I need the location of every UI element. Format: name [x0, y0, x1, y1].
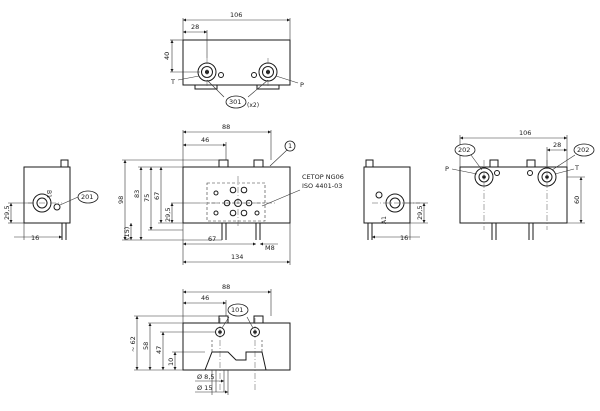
left-view: B1 201 29,5 16	[3, 159, 99, 242]
right-callout-202-right	[573, 143, 595, 157]
front-dim-67-h: 67	[208, 235, 216, 243]
front-dim-134: 134	[231, 253, 243, 261]
front-dim-46: 46	[201, 136, 209, 144]
left-view-top-stub	[60, 159, 69, 168]
bottom-view-body	[182, 322, 291, 371]
left-label-b1: B1	[45, 190, 52, 198]
front-dim-75: 75	[143, 194, 151, 202]
top-dim-40: 40	[163, 52, 171, 60]
right-small-label-a1: A1	[381, 216, 388, 224]
svg-text:1: 1	[288, 142, 292, 150]
svg-text:301: 301	[229, 98, 241, 106]
right-port-label-t: T	[574, 164, 579, 172]
bottom-dim-62: ~ 62	[129, 336, 137, 352]
front-dim-98: 98	[117, 196, 125, 204]
bottom-view: 101 88 46 ~ 62 58 47 10 Ø 8,5 Ø 15	[129, 283, 291, 395]
svg-text:201: 201	[81, 193, 93, 201]
bottom-dim-58: 58	[142, 342, 150, 350]
top-port-label-p: P	[300, 81, 304, 89]
top-callout-qty: (x2)	[247, 102, 259, 109]
right-small-dim-16: 16	[400, 234, 408, 242]
front-note-cetop: CETOP NG06	[302, 173, 344, 181]
svg-text:101: 101	[231, 306, 243, 314]
top-dim-28: 28	[191, 23, 199, 31]
left-callout-201	[77, 190, 99, 204]
front-callout-1	[284, 140, 296, 152]
front-dim-29-5: 29,5	[164, 208, 172, 222]
top-dim-106: 106	[230, 11, 242, 19]
bottom-dim-d8-5: Ø 8,5	[197, 373, 215, 381]
svg-text:202: 202	[458, 146, 470, 154]
front-view: 88 46 1 CETOP NG06 ISO 4401-03 98 83 75 …	[117, 123, 344, 265]
right-port-label-p: P	[445, 165, 449, 173]
left-dim-29-5: 29,5	[3, 206, 11, 220]
right-view: 106 28 60 202 202 P T	[445, 129, 595, 240]
right-small-view-body	[363, 166, 411, 224]
top-view-foot-left	[194, 84, 218, 90]
front-note-iso: ISO 4401-03	[302, 182, 342, 190]
front-dim-88: 88	[222, 123, 230, 131]
top-port-label-t: T	[170, 78, 175, 86]
right-dim-28: 28	[553, 141, 561, 149]
bottom-dim-47: 47	[155, 346, 163, 354]
front-dim-67-v: 67	[153, 192, 161, 200]
front-dim-83: 83	[133, 190, 141, 198]
front-dim-m8: M8	[265, 244, 275, 252]
bottom-dim-88: 88	[222, 283, 230, 291]
front-dim-15: (15)	[123, 227, 131, 240]
right-small-dim-29-5: 29,5	[416, 206, 424, 220]
bottom-dim-d15: Ø 15	[197, 384, 212, 392]
right-dim-60: 60	[573, 196, 581, 204]
svg-text:202: 202	[577, 146, 589, 154]
front-view-body	[182, 166, 291, 224]
cetop-interface-outline	[206, 182, 266, 222]
right-callout-202-left	[454, 143, 476, 157]
right-view-body	[459, 166, 568, 224]
bottom-dim-10: 10	[167, 358, 175, 366]
top-view: 106 28 40 T P 301 (x2)	[163, 11, 304, 109]
top-view-body	[182, 39, 291, 86]
top-callout-301	[225, 95, 247, 109]
right-small-view: A1 29,5 16	[363, 159, 428, 242]
bottom-section-cut	[204, 351, 267, 371]
bottom-callout-101	[227, 303, 249, 317]
right-dim-106: 106	[519, 129, 531, 137]
left-dim-16: 16	[31, 234, 39, 242]
bottom-dim-46: 46	[201, 294, 209, 302]
